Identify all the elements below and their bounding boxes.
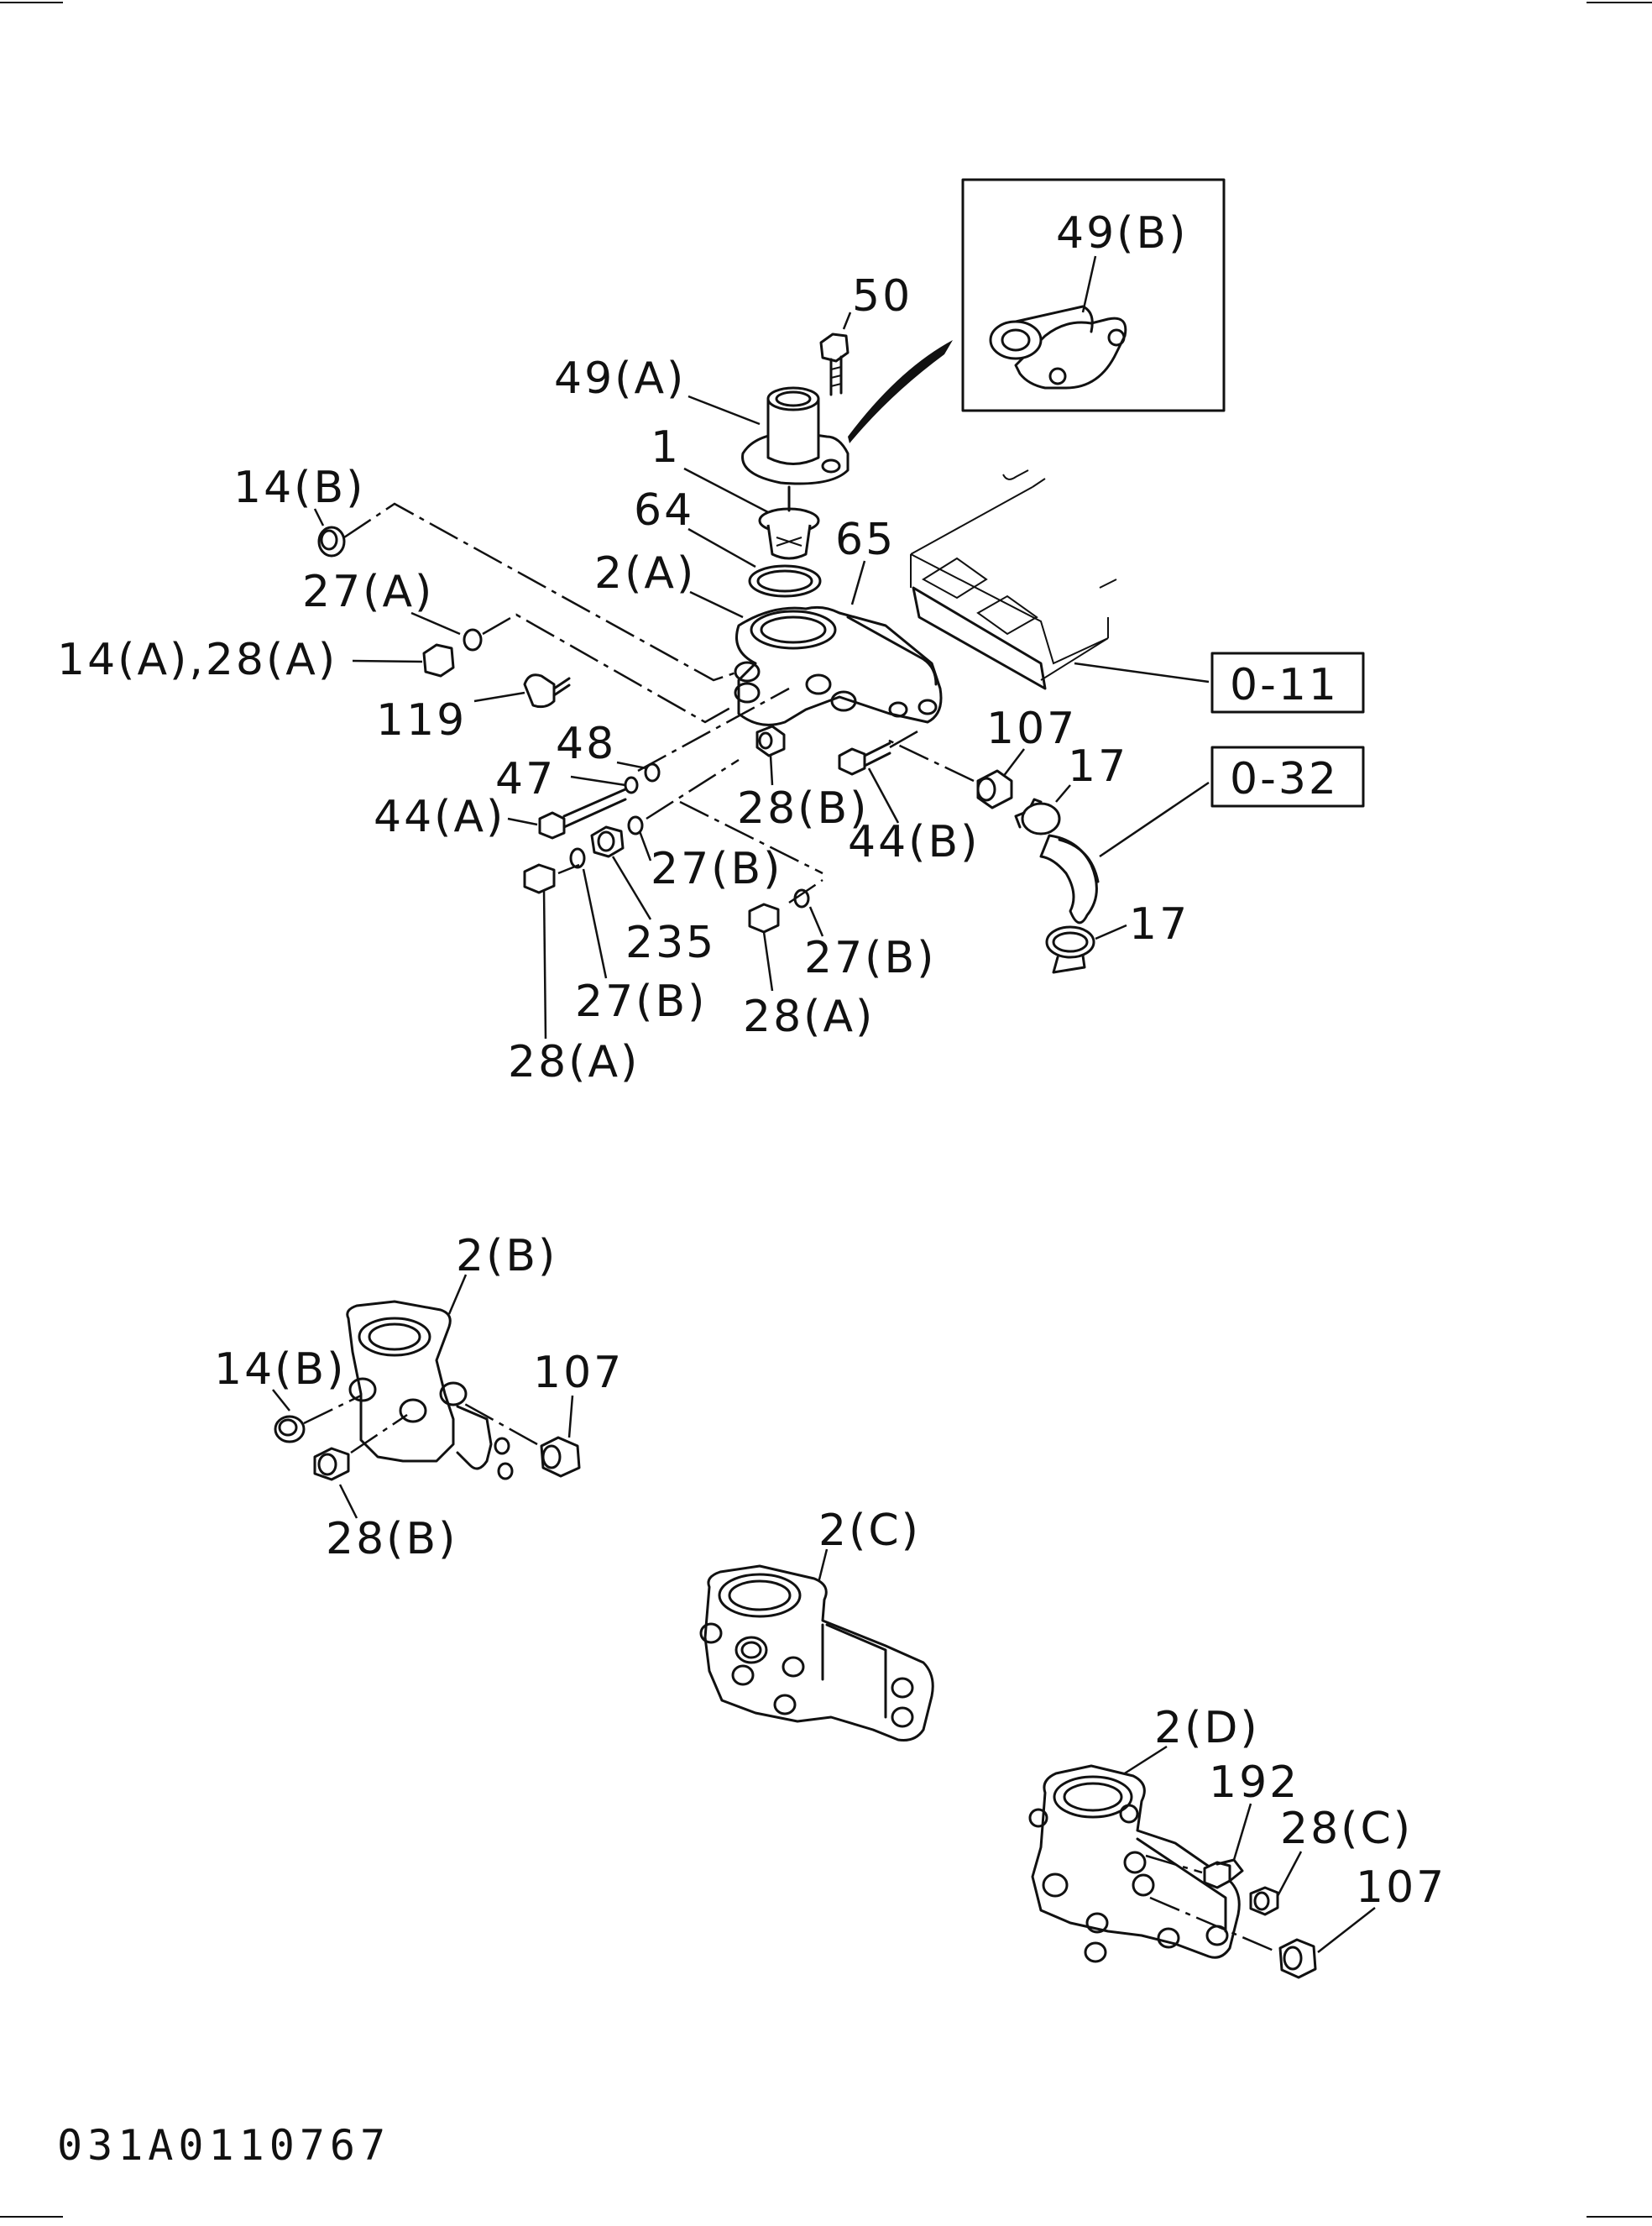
ref-label-0-11: 0-11 xyxy=(1230,660,1339,710)
callout-28c: 28(C) xyxy=(1280,1804,1413,1854)
drawing-code: 031A0110767 xyxy=(57,2121,390,2170)
callout-27b-a: 27(B) xyxy=(651,844,782,894)
callout-2b: 2(B) xyxy=(456,1231,557,1281)
ref-label-0-32: 0-32 xyxy=(1230,754,1339,804)
callout-47: 47 xyxy=(495,754,556,804)
plug-107-top: 107 xyxy=(885,704,1077,809)
callout-17-top: 17 xyxy=(1068,741,1128,792)
thermostat-housing-2a: 2(A) xyxy=(594,548,943,726)
water-outlet-49a: 49(A) xyxy=(554,354,850,485)
plug-28a-b: 28(A) xyxy=(743,903,875,1042)
gasket-64: 64 xyxy=(634,485,822,598)
washer-48: 48 xyxy=(556,719,661,783)
callout-28a-a: 28(A) xyxy=(508,1037,640,1087)
callout-28a-b: 28(A) xyxy=(743,992,875,1042)
callout-49a: 49(A) xyxy=(554,354,686,404)
hose xyxy=(1039,834,1100,924)
callout-107-top: 107 xyxy=(986,704,1077,754)
callout-14b-top: 14(B) xyxy=(233,463,365,513)
thermostat-1: 1 xyxy=(651,422,820,560)
washer-27a: 27(A) xyxy=(302,567,731,724)
callout-50: 50 xyxy=(852,271,912,322)
bolt-50: 50 xyxy=(819,271,912,396)
callout-2c: 2(C) xyxy=(818,1506,921,1556)
callout-64: 64 xyxy=(634,485,694,536)
callout-192: 192 xyxy=(1209,1757,1299,1808)
washer-27b-a: 27(B) xyxy=(627,758,823,894)
callout-119: 119 xyxy=(376,695,467,746)
inset-49b: 49(B) xyxy=(961,178,1226,412)
ref-box-0-11: 0-11 xyxy=(1074,652,1365,714)
ref-box-0-32: 0-32 xyxy=(1099,746,1365,858)
callout-44b: 44(B) xyxy=(848,817,980,867)
washer-27b-c: 27(B) xyxy=(788,878,936,983)
callout-27a: 27(A) xyxy=(302,567,434,617)
callout-65: 65 xyxy=(835,515,896,565)
callout-235: 235 xyxy=(625,918,716,968)
callout-14a-28a: 14(A),28(A) xyxy=(57,635,337,685)
callout-107-bot: 107 xyxy=(1356,1862,1446,1913)
washer-27b-b: 27(B) xyxy=(569,847,707,1027)
plug-14b-top: 14(B) xyxy=(233,463,740,682)
outlet-housing-49b xyxy=(1014,317,1127,390)
plug-235: 235 xyxy=(590,825,716,968)
plug-28a-a: 28(A) xyxy=(508,863,640,1087)
housing-variant-2b: 2(B) 14(B) 107 28(B) xyxy=(214,1231,624,1564)
clamp-17-bottom: 17 xyxy=(1045,899,1189,974)
callout-14b-mid: 14(B) xyxy=(214,1344,346,1395)
callout-48: 48 xyxy=(556,719,616,769)
clamp-17-top: 17 xyxy=(1014,741,1128,835)
housing-variant-2c: 2(C) xyxy=(699,1506,934,1742)
washer-47: 47 xyxy=(495,754,639,804)
housing-variant-2d: 2(D) 192 28(C) 107 xyxy=(1028,1703,1446,1979)
callout-27b-b: 27(B) xyxy=(575,977,707,1027)
bolt-44a: 44(A) xyxy=(374,687,790,842)
callout-49b: 49(B) xyxy=(1056,208,1188,259)
callout-28b-mid: 28(B) xyxy=(737,783,869,834)
sensor-119: 119 xyxy=(376,673,571,746)
callout-44a: 44(A) xyxy=(374,792,505,842)
bolt-44b: 44(B) xyxy=(838,729,980,867)
callout-17-bot: 17 xyxy=(1129,899,1189,950)
callout-2a: 2(A) xyxy=(594,548,696,599)
callout-2d: 2(D) xyxy=(1154,1703,1260,1753)
inset-frame xyxy=(961,178,1226,412)
callout-27b-c: 27(B) xyxy=(804,933,936,983)
outlet-pipe-end xyxy=(989,320,1043,360)
engine-block-outline xyxy=(910,469,1117,690)
inset-pointer xyxy=(848,340,953,443)
plug-14a-28a: 14(A),28(A) xyxy=(57,635,455,685)
callout-28b-bot: 28(B) xyxy=(326,1514,457,1564)
callout-107-mid: 107 xyxy=(533,1348,624,1398)
plug-28b-mid: 28(B) xyxy=(737,725,869,834)
callout-1: 1 xyxy=(651,422,681,473)
